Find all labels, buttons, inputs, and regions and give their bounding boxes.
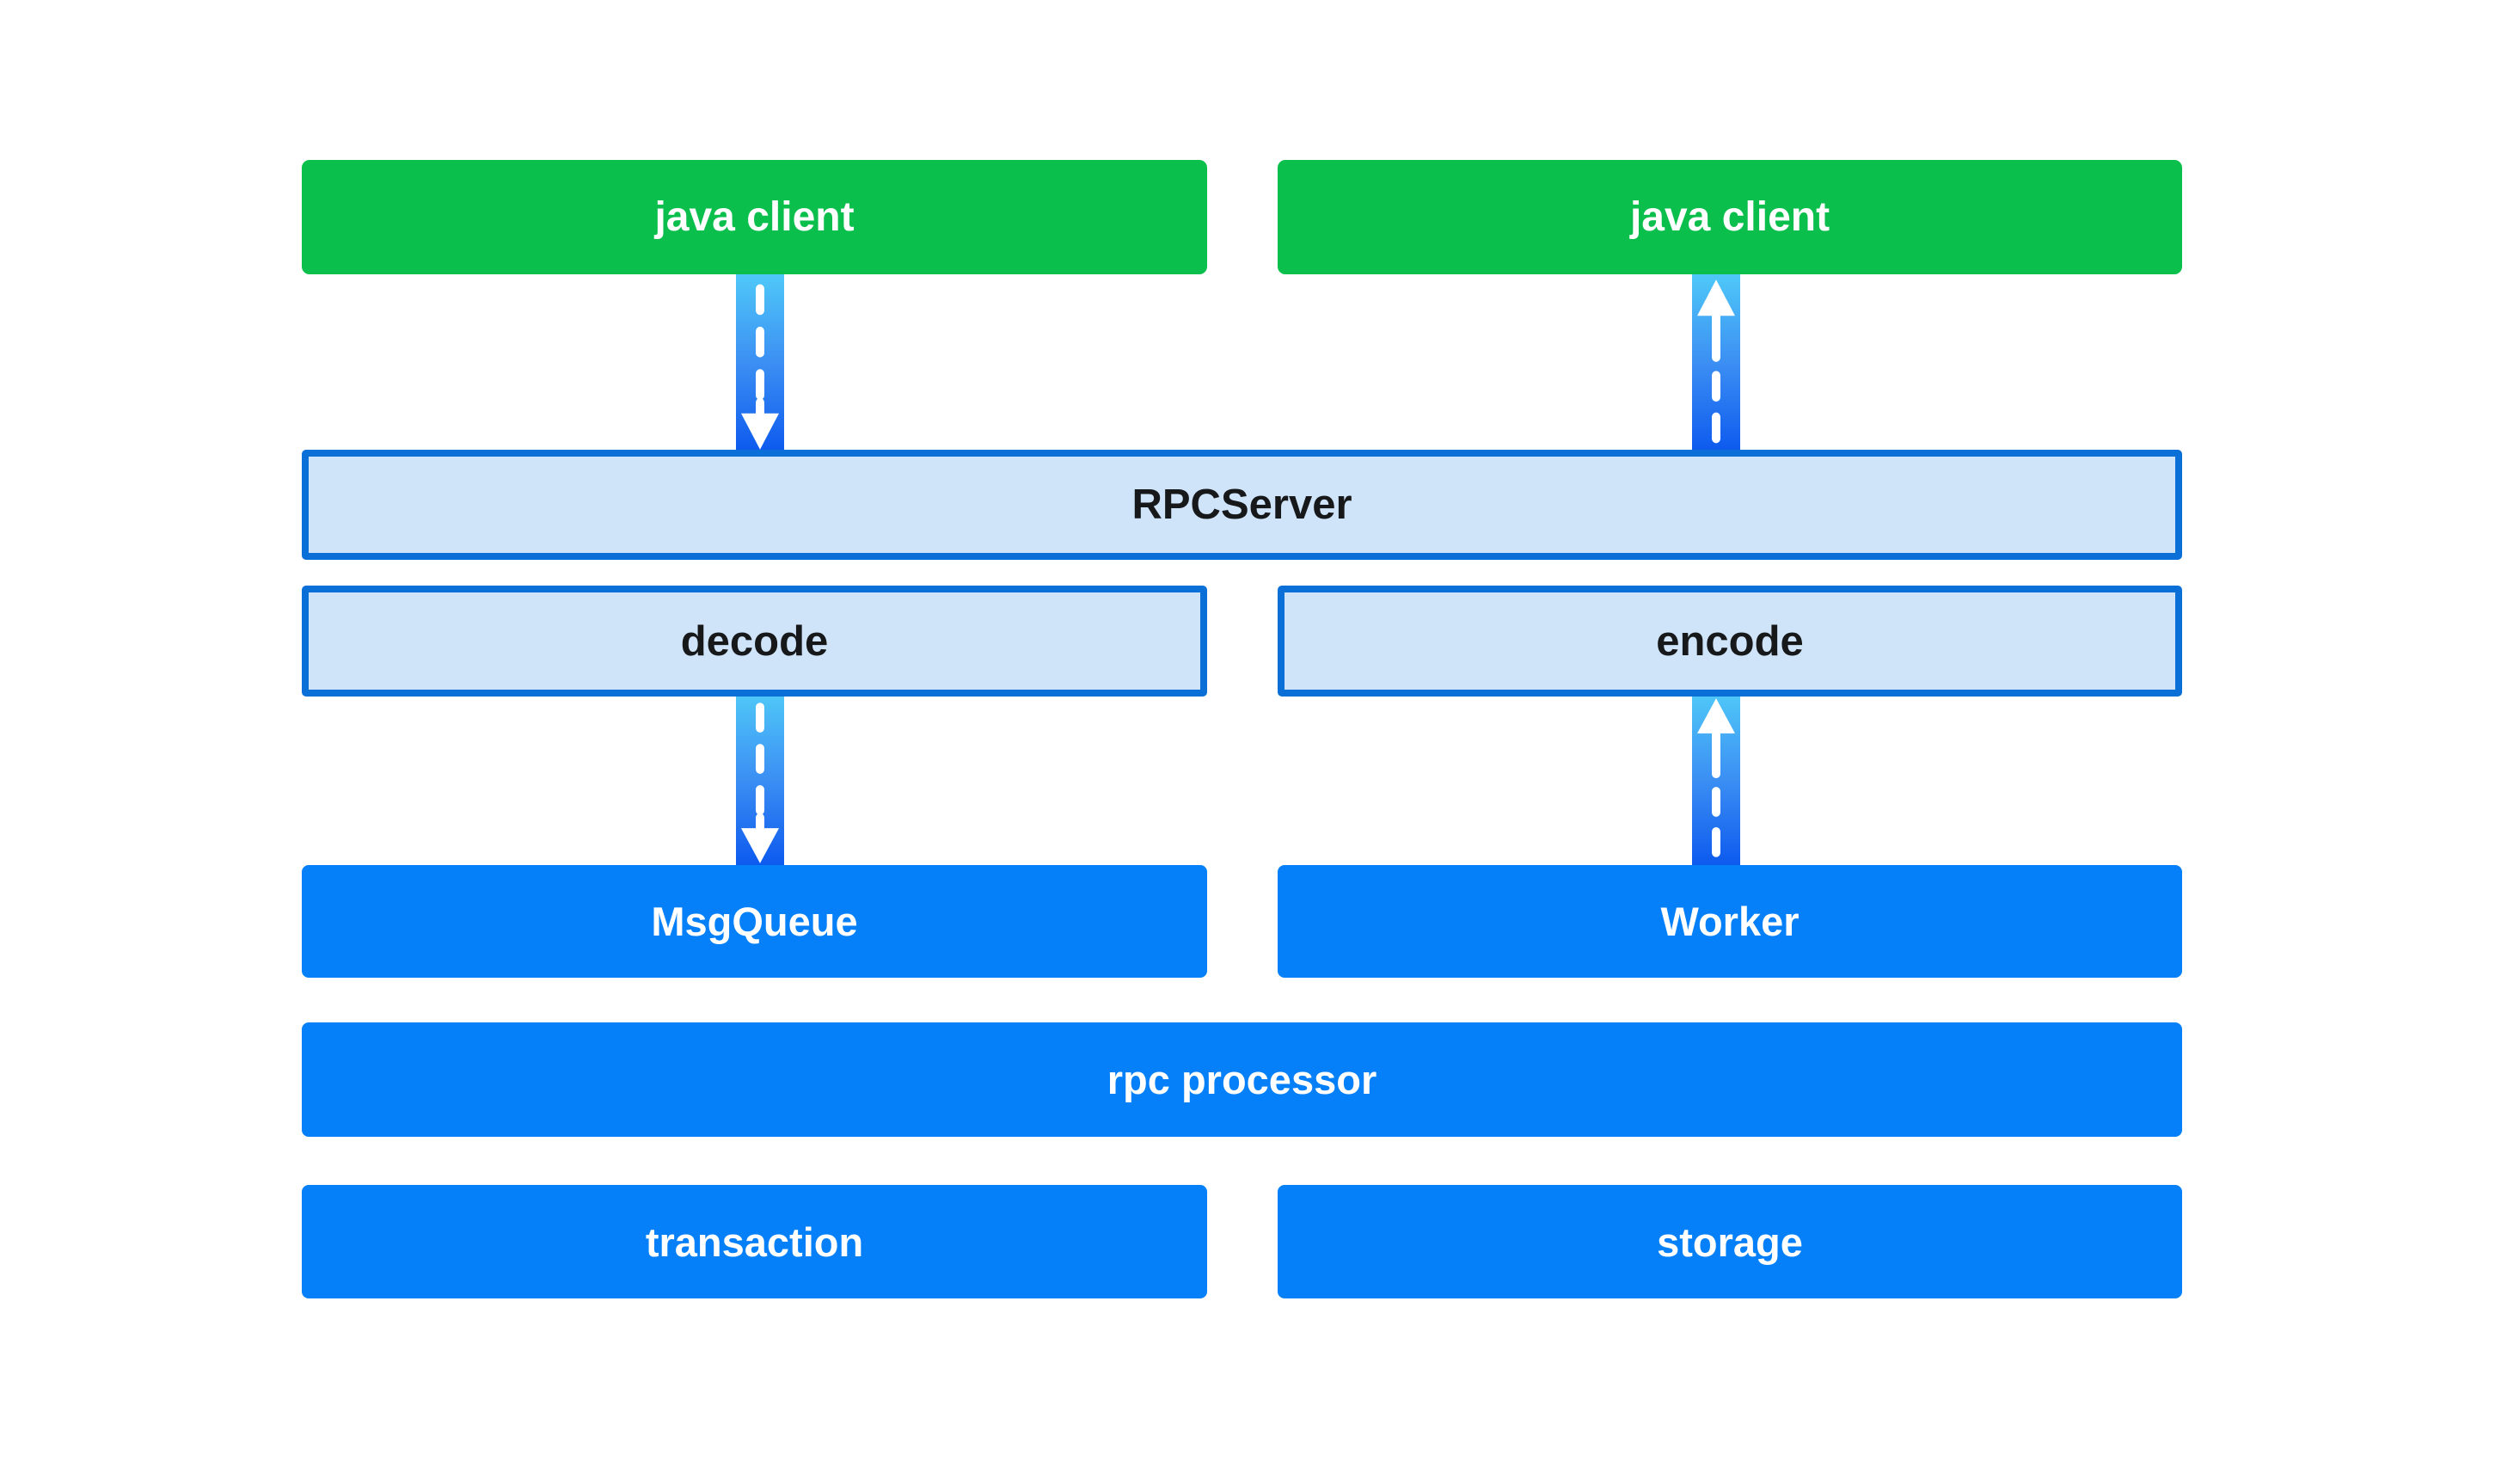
node-rpcserver-label: RPCServer <box>1131 482 1352 528</box>
node-decode: decode <box>302 586 1207 697</box>
node-java-client-left-label: java client <box>654 194 855 240</box>
node-rpc-processor: rpc processor <box>302 1022 2182 1137</box>
node-msgqueue-label: MsgQueue <box>651 899 858 944</box>
node-java-client-right: java client <box>1278 160 2182 274</box>
down-arrow-icon <box>736 274 784 455</box>
node-msgqueue: MsgQueue <box>302 865 1207 978</box>
node-transaction: transaction <box>302 1185 1207 1298</box>
node-encode: encode <box>1278 586 2182 697</box>
up-arrow-icon <box>1692 693 1740 868</box>
node-worker-label: Worker <box>1660 899 1800 944</box>
node-java-client-right-label: java client <box>1629 194 1830 240</box>
node-storage-label: storage <box>1657 1218 1803 1265</box>
node-worker: Worker <box>1278 865 2182 978</box>
node-rpc-processor-label: rpc processor <box>1107 1057 1377 1102</box>
node-encode-label: encode <box>1656 617 1804 665</box>
node-storage: storage <box>1278 1185 2182 1298</box>
node-decode-label: decode <box>680 617 829 665</box>
node-rpcserver: RPCServer <box>302 450 2182 560</box>
node-java-client-left: java client <box>302 160 1207 274</box>
up-arrow-icon <box>1692 274 1740 455</box>
node-transaction-label: transaction <box>645 1218 864 1265</box>
down-arrow-icon <box>736 693 784 868</box>
